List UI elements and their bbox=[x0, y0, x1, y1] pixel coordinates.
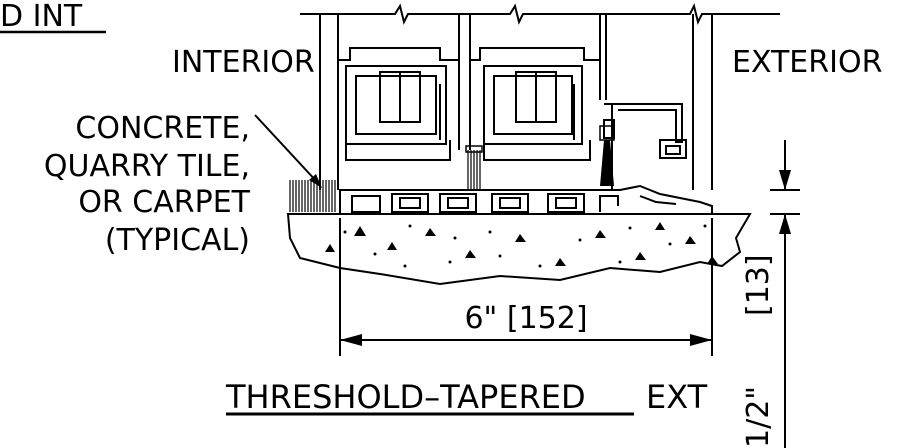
height-dimension-imperial: 1/2" bbox=[741, 386, 776, 448]
callout-arrowhead bbox=[309, 174, 322, 188]
width-dimension: 6" [152] bbox=[339, 218, 713, 356]
concrete-slab bbox=[286, 213, 752, 286]
floor-finish-hatch bbox=[289, 180, 336, 212]
callout-line-3: OR CARPET bbox=[78, 185, 250, 220]
callout-line-2: QUARRY TILE, bbox=[44, 149, 250, 184]
width-dimension-text: 6" [152] bbox=[464, 301, 587, 336]
exterior-label: EXTERIOR bbox=[732, 45, 882, 80]
height-dimension: [13] 1/2" bbox=[741, 140, 800, 448]
door-frame-assembly bbox=[300, 3, 780, 190]
material-callout: CONCRETE, QUARRY TILE, OR CARPET (TYPICA… bbox=[44, 111, 322, 258]
callout-line-1: CONCRETE, bbox=[75, 111, 250, 146]
height-dimension-metric: [13] bbox=[741, 254, 776, 316]
section-title: THRESHOLD–TAPERED bbox=[225, 378, 586, 416]
threshold-profile bbox=[339, 184, 713, 215]
interior-label: INTERIOR bbox=[172, 45, 315, 80]
title-fragment: D INT bbox=[0, 0, 83, 34]
callout-line-4: (TYPICAL) bbox=[105, 223, 250, 258]
brush-weatherstrips bbox=[465, 125, 615, 190]
section-title-suffix: EXT bbox=[646, 378, 708, 416]
callout-leader bbox=[254, 114, 319, 184]
